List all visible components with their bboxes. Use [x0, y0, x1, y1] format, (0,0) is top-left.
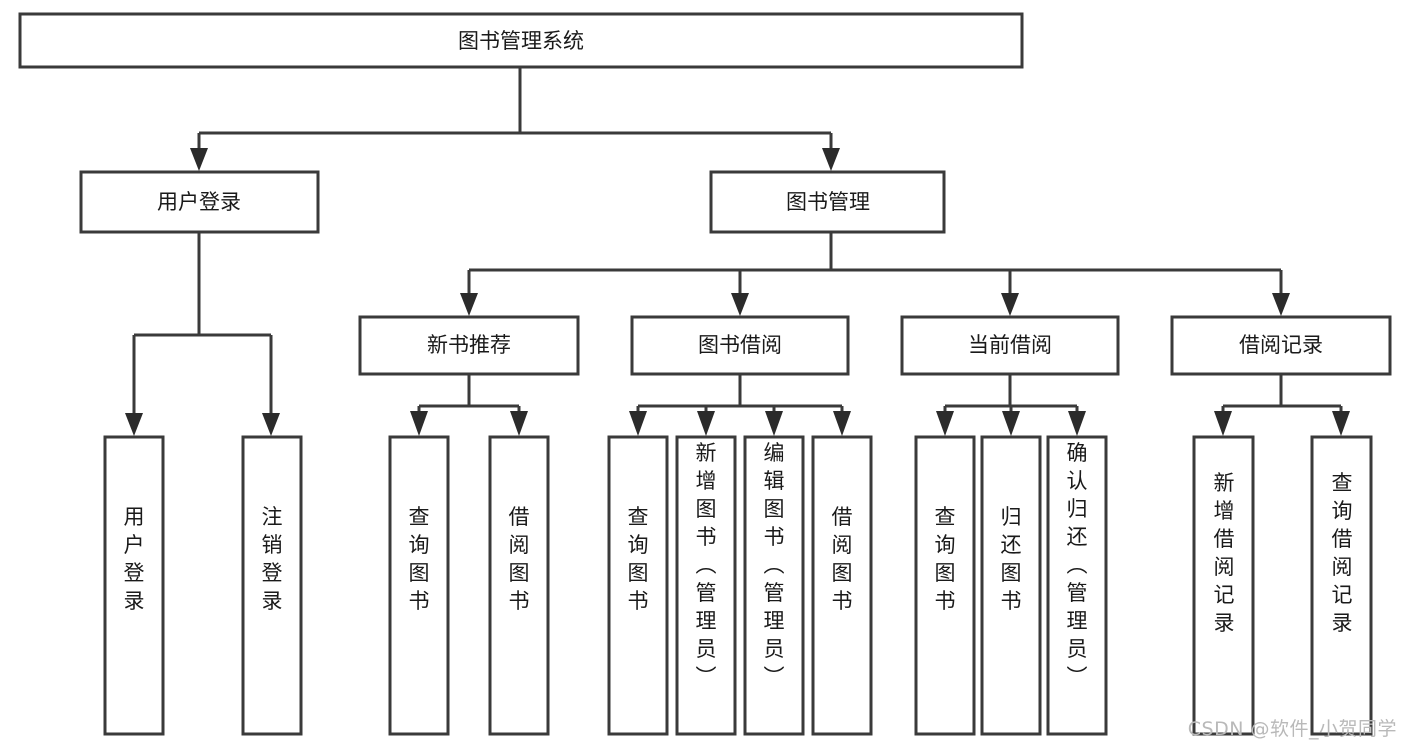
node-root-label: 图书管理系统	[458, 29, 584, 53]
leaf-currentborrow-confirm-return-box[interactable]	[1046, 435, 1108, 736]
leaf-borrowrecord-add-record-label: 新增借阅记录	[1214, 471, 1235, 635]
arrowhead-leaf-bookborrow-2	[697, 411, 715, 436]
leaf-bookborrow-edit-book-box[interactable]	[743, 435, 805, 736]
leaf-newbook-borrow-book-box[interactable]	[488, 435, 550, 736]
arrowhead-group-current-borrow	[1001, 293, 1019, 316]
leaf-bookborrow-edit-book-label: 编辑图书︵管理员︶	[764, 441, 785, 689]
leaf-user-login-box[interactable]	[103, 435, 165, 736]
node-current-borrow-label: 当前借阅	[968, 333, 1052, 357]
node-book-borrow[interactable]: 图书借阅	[630, 315, 850, 376]
node-book-management-label: 图书管理	[786, 190, 870, 214]
leaf-currentborrow-confirm-return[interactable]: 确认归还︵管理员︶	[1046, 435, 1108, 736]
leaf-newbook-query-book-box[interactable]	[388, 435, 450, 736]
leaf-bookborrow-add-book-label: 新增图书︵管理员︶	[696, 441, 717, 689]
arrowhead-leaf-newbook-2	[510, 411, 528, 436]
arrowhead-leaf-borrowrecord-2	[1332, 411, 1350, 436]
node-book-management[interactable]: 图书管理	[709, 170, 946, 234]
node-borrow-record-label: 借阅记录	[1239, 333, 1323, 357]
leaf-currentborrow-query-book-label: 查询图书	[935, 505, 956, 613]
leaf-newbook-query-book[interactable]: 查询图书	[388, 435, 450, 736]
leaf-logout-box[interactable]	[241, 435, 303, 736]
csdn-watermark: CSDN @软件_小贺同学	[1187, 718, 1397, 740]
leaf-logout[interactable]: 注销登录	[241, 435, 303, 736]
leaf-currentborrow-confirm-return-label: 确认归还︵管理员︶	[1067, 441, 1088, 689]
leaf-borrowrecord-query-record-label: 查询借阅记录	[1332, 471, 1353, 635]
arrowhead-group-book-borrow	[731, 293, 749, 316]
leaf-bookborrow-borrow-book[interactable]: 借阅图书	[811, 435, 873, 736]
arrowhead-book-mgmt	[822, 148, 840, 171]
leaf-currentborrow-return-book[interactable]: 归还图书	[980, 435, 1042, 736]
leaf-borrowrecord-query-record[interactable]: 查询借阅记录	[1310, 435, 1373, 736]
node-user-login[interactable]: 用户登录	[79, 170, 320, 234]
node-book-management-box[interactable]	[709, 170, 946, 234]
arrowhead-leaf-user-login	[125, 413, 143, 436]
leaf-newbook-borrow-book-label: 借阅图书	[509, 505, 530, 613]
leaf-bookborrow-query-book-box[interactable]	[607, 435, 669, 736]
connectors-group	[125, 67, 1350, 436]
leaf-bookborrow-borrow-book-label: 借阅图书	[832, 505, 853, 613]
leaf-currentborrow-return-book-box[interactable]	[980, 435, 1042, 736]
leaf-currentborrow-query-book-box[interactable]	[914, 435, 976, 736]
arrowhead-leaf-bookborrow-1	[629, 411, 647, 436]
leaf-bookborrow-edit-book[interactable]: 编辑图书︵管理员︶	[743, 435, 805, 736]
arrowhead-leaf-bookborrow-4	[833, 411, 851, 436]
leaf-user-login-label: 用户登录	[124, 505, 145, 613]
leaf-user-login[interactable]: 用户登录	[103, 435, 165, 736]
node-borrow-record[interactable]: 借阅记录	[1170, 315, 1392, 376]
leaf-borrowrecord-add-record[interactable]: 新增借阅记录	[1192, 435, 1255, 736]
node-current-borrow[interactable]: 当前借阅	[900, 315, 1120, 376]
leaf-bookborrow-add-book[interactable]: 新增图书︵管理员︶	[675, 435, 737, 736]
node-root-box[interactable]	[18, 12, 1024, 69]
arrowhead-group-borrow-record	[1272, 293, 1290, 316]
leaf-newbook-borrow-book[interactable]: 借阅图书	[488, 435, 550, 736]
node-book-borrow-box[interactable]	[630, 315, 850, 376]
leaf-bookborrow-query-book-label: 查询图书	[628, 505, 649, 613]
leaf-borrowrecord-add-record-box[interactable]	[1192, 435, 1255, 736]
leaf-bookborrow-query-book[interactable]: 查询图书	[607, 435, 669, 736]
arrowhead-leaf-logout	[262, 413, 280, 436]
leaf-newbook-query-book-label: 查询图书	[409, 505, 430, 613]
node-book-borrow-label: 图书借阅	[698, 333, 782, 357]
arrowhead-leaf-currentborrow-2	[1002, 411, 1020, 436]
node-borrow-record-box[interactable]	[1170, 315, 1392, 376]
arrowhead-leaf-currentborrow-3	[1068, 411, 1086, 436]
leaf-bookborrow-add-book-box[interactable]	[675, 435, 737, 736]
node-new-book-recommend-label: 新书推荐	[427, 333, 511, 357]
arrowhead-leaf-currentborrow-1	[936, 411, 954, 436]
leaf-borrowrecord-query-record-box[interactable]	[1310, 435, 1373, 736]
arrowhead-leaf-newbook-1	[410, 411, 428, 436]
leaf-currentborrow-query-book[interactable]: 查询图书	[914, 435, 976, 736]
node-current-borrow-box[interactable]	[900, 315, 1120, 376]
arrowhead-user-login	[190, 148, 208, 171]
node-new-book-recommend-box[interactable]	[358, 315, 580, 376]
leaf-currentborrow-return-book-label: 归还图书	[1001, 505, 1022, 613]
arrowhead-group-new-book	[460, 293, 478, 316]
leaf-logout-label: 注销登录	[262, 505, 283, 613]
node-root[interactable]: 图书管理系统	[18, 12, 1024, 69]
node-new-book-recommend[interactable]: 新书推荐	[358, 315, 580, 376]
node-user-login-box[interactable]	[79, 170, 320, 234]
arrowhead-leaf-borrowrecord-1	[1214, 411, 1232, 436]
node-user-login-label: 用户登录	[157, 190, 241, 214]
leaf-bookborrow-borrow-book-box[interactable]	[811, 435, 873, 736]
arrowhead-leaf-bookborrow-3	[765, 411, 783, 436]
